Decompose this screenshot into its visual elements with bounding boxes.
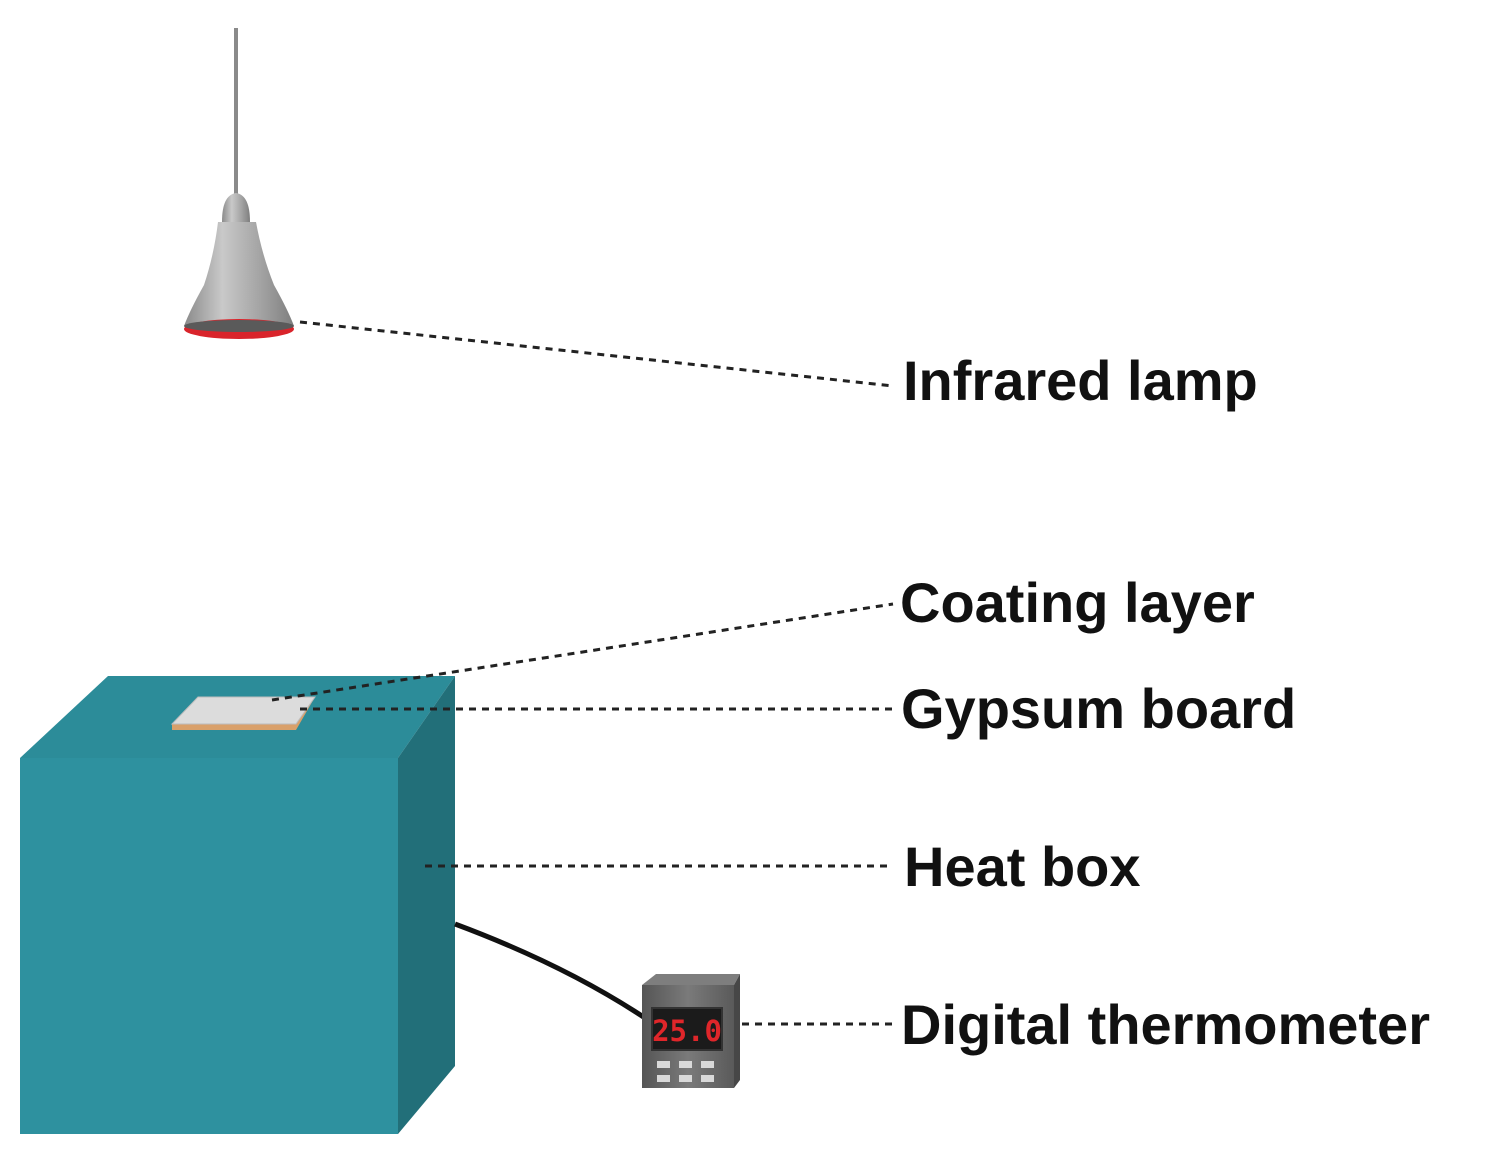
leader-infrared-lamp — [299, 320, 894, 388]
lamp-rim-dark — [184, 320, 294, 332]
thermometer-side — [734, 974, 740, 1088]
thermometer-reading: 25.0 — [652, 1014, 722, 1048]
thermometer-buttons — [657, 1061, 714, 1082]
thermometer-display — [651, 1007, 723, 1051]
thermometer-top — [642, 974, 740, 985]
lamp-neck — [222, 193, 250, 222]
coating-layer-surface — [170, 696, 316, 725]
gypsum-board-sample — [170, 696, 316, 730]
leader-coating-layer — [271, 602, 894, 702]
label-digital-thermometer: Digital thermometer — [901, 993, 1430, 1056]
heat-box-icon — [20, 676, 455, 1134]
label-heat-box: Heat box — [904, 835, 1141, 898]
heat-box-front — [20, 758, 398, 1134]
label-gypsum-board: Gypsum board — [901, 677, 1296, 740]
label-infrared-lamp: Infrared lamp — [903, 349, 1258, 412]
heat-box-side — [398, 676, 455, 1134]
lamp-shade — [184, 222, 294, 326]
digital-thermometer-icon: 25.0 — [642, 974, 740, 1088]
infrared-lamp-icon — [184, 28, 294, 339]
thermometer-cable — [454, 921, 647, 1021]
label-coating-layer: Coating layer — [900, 571, 1255, 634]
